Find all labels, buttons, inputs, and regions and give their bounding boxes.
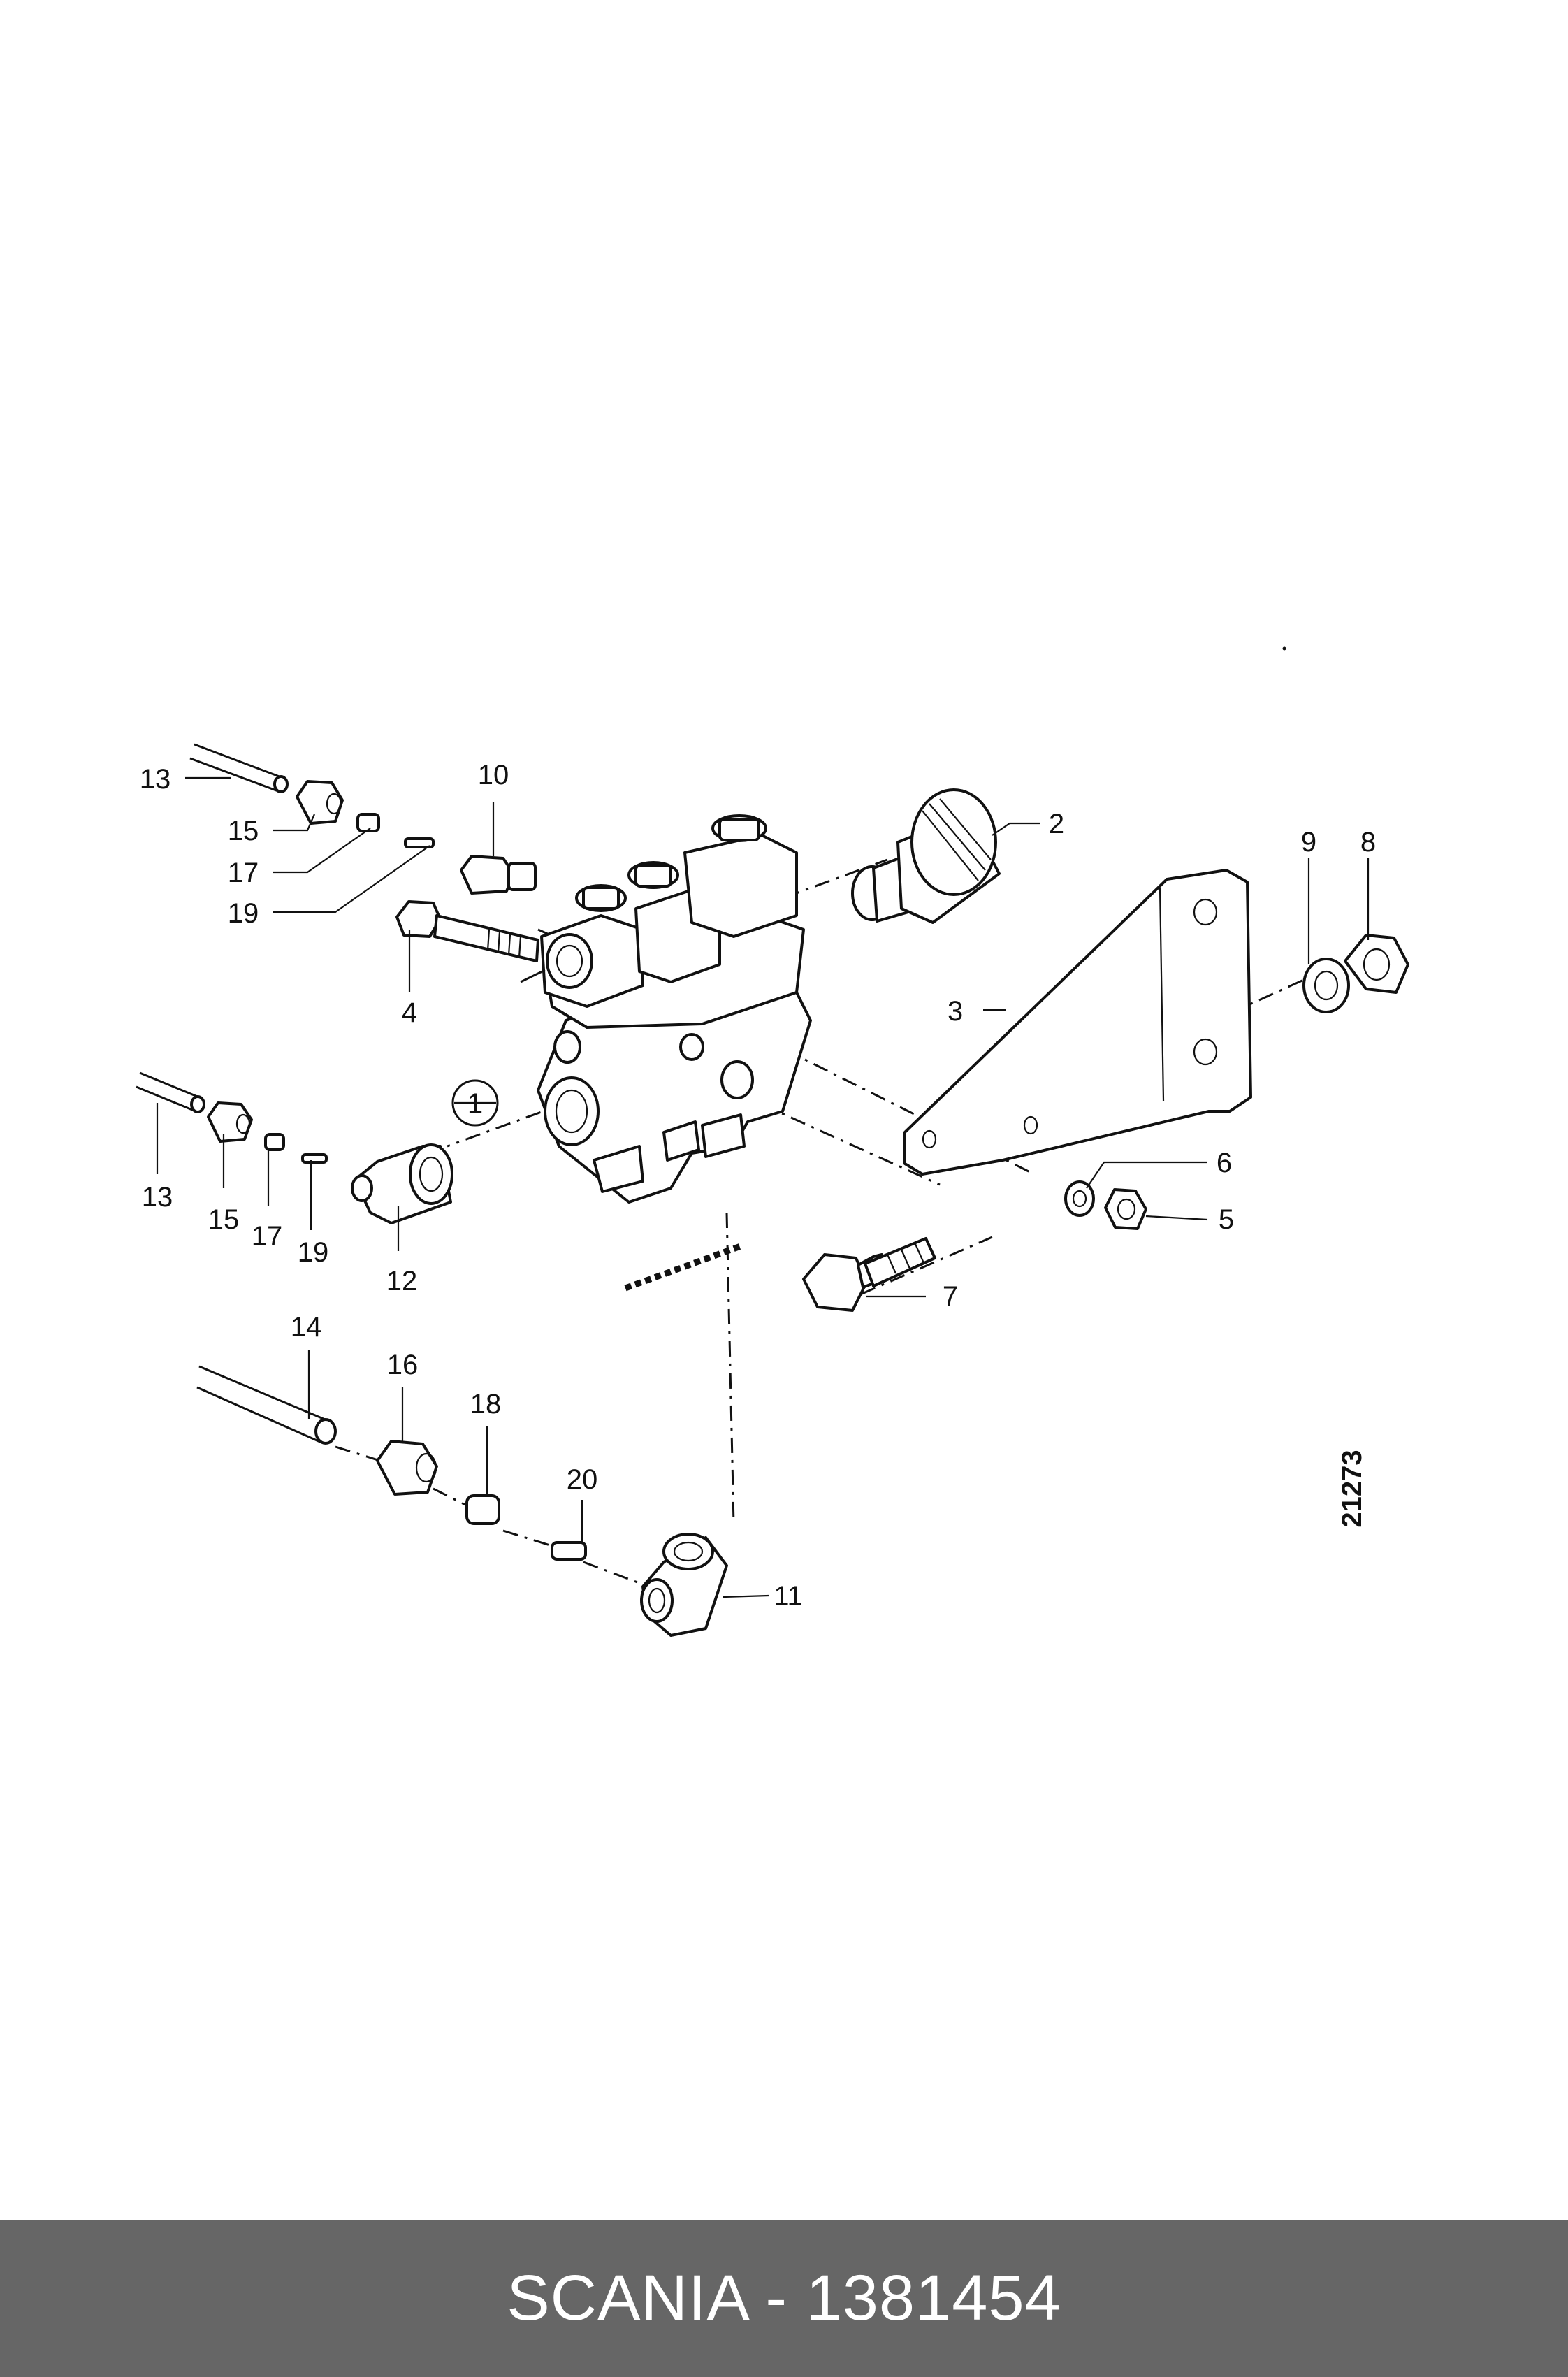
label-13-upper: 13 — [140, 764, 171, 795]
label-1-circle — [451, 1079, 499, 1127]
label-5: 5 — [1219, 1204, 1234, 1235]
label-17-lower: 17 — [252, 1221, 283, 1252]
elbow-12 — [351, 1143, 453, 1224]
label-12: 12 — [386, 1266, 418, 1296]
exploded-parts-diagram: 1 2 3 4 5 6 7 8 9 10 11 12 13 13 14 15 1… — [136, 646, 1409, 1637]
label-10: 10 — [478, 760, 509, 790]
nut-15-upper — [296, 780, 344, 825]
pipe-13-upper — [189, 743, 289, 793]
valve-body-1 — [520, 814, 812, 1204]
label-20: 20 — [567, 1464, 598, 1495]
hatched-line — [624, 1243, 742, 1292]
label-15-upper: 15 — [228, 816, 259, 846]
pipe-14 — [196, 1365, 337, 1445]
label-13-lower: 13 — [142, 1182, 173, 1213]
label-16: 16 — [387, 1350, 419, 1380]
label-1: 1 — [467, 1088, 483, 1119]
label-11: 11 — [774, 1581, 803, 1612]
insert-19-lower — [301, 1153, 328, 1164]
nut-15-lower — [207, 1101, 253, 1143]
insert-20 — [551, 1541, 587, 1561]
label-15-lower: 15 — [208, 1204, 240, 1235]
label-2: 2 — [1049, 809, 1064, 839]
label-7: 7 — [943, 1281, 958, 1312]
pressure-switch-2 — [851, 788, 1001, 924]
washer-9 — [1302, 958, 1350, 1013]
label-14: 14 — [291, 1312, 322, 1343]
label-6: 6 — [1217, 1148, 1232, 1178]
drawing-number: 21273 — [1337, 1450, 1367, 1527]
nut-8 — [1344, 934, 1409, 994]
nut-16 — [376, 1440, 438, 1496]
footer-caption: SCANIA - 1381454 — [507, 2262, 1061, 2334]
label-3: 3 — [948, 996, 963, 1027]
pipe-13-lower — [136, 1071, 205, 1113]
leader-lines — [156, 776, 1370, 1598]
connector-10 — [460, 855, 537, 895]
label-18: 18 — [470, 1389, 502, 1419]
footer-bar: SCANIA - 1381454 — [0, 2220, 1568, 2377]
bolt-4 — [395, 900, 539, 962]
label-9: 9 — [1301, 827, 1316, 858]
label-8: 8 — [1360, 827, 1376, 858]
part-labels: 1 2 3 4 5 6 7 8 9 10 11 12 13 13 14 15 1… — [140, 760, 1376, 1612]
bracket-3 — [903, 869, 1252, 1176]
label-19-upper: 19 — [228, 898, 259, 929]
label-4: 4 — [402, 997, 417, 1028]
label-17-upper: 17 — [228, 858, 259, 888]
bolt-7 — [802, 1237, 936, 1312]
label-19-lower: 19 — [298, 1237, 329, 1268]
elbow-11 — [640, 1533, 728, 1637]
washer-6 — [1064, 1180, 1095, 1217]
stray-dot — [1282, 646, 1286, 651]
sleeve-18 — [465, 1494, 500, 1525]
insert-19-upper — [404, 837, 435, 848]
sleeve-17-lower — [264, 1133, 285, 1151]
sleeve-17-upper — [356, 813, 380, 832]
nut-5 — [1104, 1188, 1147, 1230]
